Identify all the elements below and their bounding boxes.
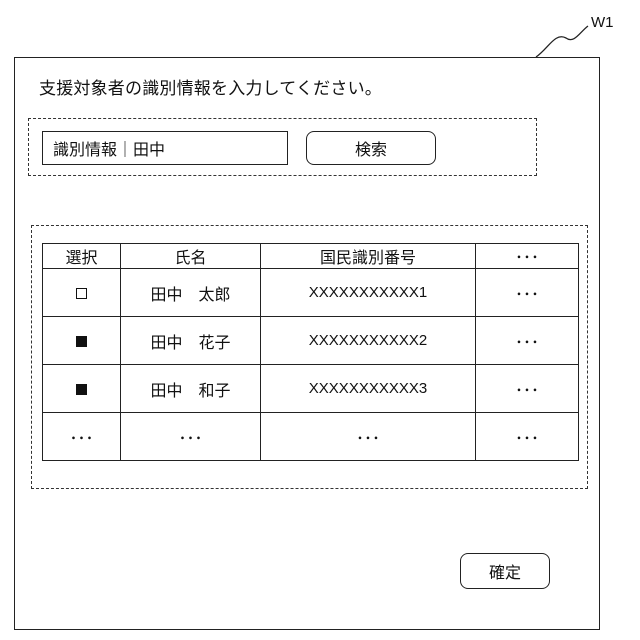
select-cell[interactable] xyxy=(43,317,121,365)
confirm-button[interactable]: 確定 xyxy=(460,553,550,589)
select-cell[interactable] xyxy=(43,269,121,317)
national-id-cell: XXXXXXXXXXX2 xyxy=(261,317,476,365)
ellipsis-cell: ･･･ xyxy=(261,413,476,461)
more-cell: ･･･ xyxy=(476,317,579,365)
name-cell: 田中 花子 xyxy=(121,317,261,365)
select-cell[interactable] xyxy=(43,365,121,413)
select-checkbox[interactable] xyxy=(76,288,87,299)
header-name: 氏名 xyxy=(121,244,261,269)
select-checkbox[interactable] xyxy=(76,336,87,347)
national-id-cell: XXXXXXXXXXX1 xyxy=(261,269,476,317)
name-cell: 田中 太郎 xyxy=(121,269,261,317)
select-checkbox[interactable] xyxy=(76,384,87,395)
instruction-text: 支援対象者の識別情報を入力してください。 xyxy=(39,74,382,99)
table-row-ellipsis: ･･･ ･･･ ･･･ ･･･ xyxy=(43,413,579,461)
table-header-row: 選択 氏名 国民識別番号 ･･･ xyxy=(43,244,579,269)
table-row[interactable]: 田中 和子 XXXXXXXXXXX3 ･･･ xyxy=(43,365,579,413)
header-national-id: 国民識別番号 xyxy=(261,244,476,269)
table-row[interactable]: 田中 花子 XXXXXXXXXXX2 ･･･ xyxy=(43,317,579,365)
search-button[interactable]: 検索 xyxy=(306,131,436,165)
ellipsis-cell: ･･･ xyxy=(43,413,121,461)
national-id-cell: XXXXXXXXXXX3 xyxy=(261,365,476,413)
header-more: ･･･ xyxy=(476,244,579,269)
more-cell: ･･･ xyxy=(476,365,579,413)
name-cell: 田中 和子 xyxy=(121,365,261,413)
more-cell: ･･･ xyxy=(476,269,579,317)
ellipsis-cell: ･･･ xyxy=(476,413,579,461)
search-result-table: 選択 氏名 国民識別番号 ･･･ 田中 太郎 XXXXXXXXXXX1 ･･･ … xyxy=(42,243,579,461)
header-select: 選択 xyxy=(43,244,121,269)
ellipsis-cell: ･･･ xyxy=(121,413,261,461)
identification-info-field[interactable]: 識別情報｜田中 xyxy=(42,131,288,165)
table-row[interactable]: 田中 太郎 XXXXXXXXXXX1 ･･･ xyxy=(43,269,579,317)
